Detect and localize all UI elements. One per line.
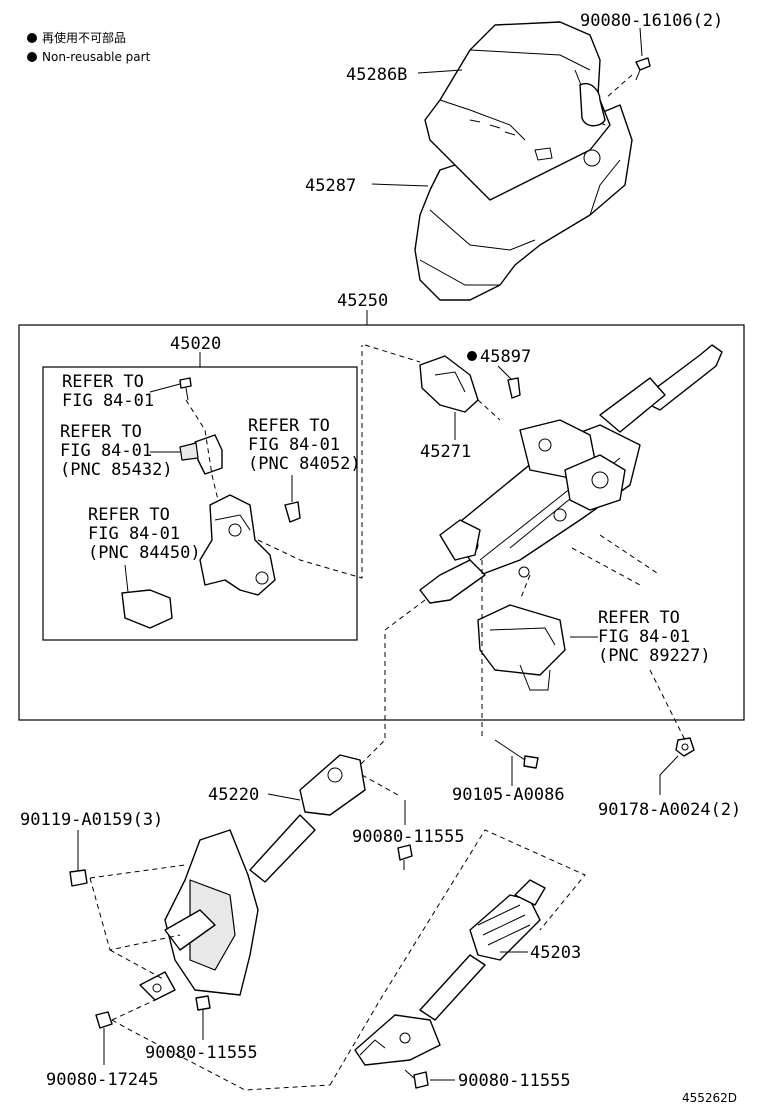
intermediate-shaft-45220 — [139, 754, 366, 1001]
svg-text:REFER TO: REFER TO — [598, 608, 680, 628]
svg-text:FIG 84-01: FIG 84-01 — [598, 627, 690, 647]
diagram-id: 455262D — [682, 1091, 737, 1105]
bolt-90105-A0086 — [494, 739, 539, 786]
bolt-90119-A0159 — [69, 830, 186, 981]
label-45897: 45897 — [480, 347, 531, 367]
svg-text:REFER TO: REFER TO — [60, 422, 142, 442]
label-90080-17245: 90080-17245 — [46, 1070, 159, 1090]
legend: 再使用不可部品 Non-reusable part — [27, 30, 151, 64]
bracket-45271 — [419, 355, 479, 413]
svg-text:FIG 84-01: FIG 84-01 — [62, 391, 154, 411]
svg-text:REFER TO: REFER TO — [88, 505, 170, 525]
column-lower-shaft — [419, 559, 486, 604]
boot — [469, 894, 541, 961]
refer-note-4: REFER TO FIG 84-01 (PNC 84450) — [88, 505, 201, 563]
refer-note-3: REFER TO FIG 84-01 (PNC 84052) — [248, 416, 361, 474]
assembly-box-45250 — [18, 324, 745, 721]
legend-en: Non-reusable part — [42, 50, 151, 64]
upper-cover-45286B — [424, 21, 611, 201]
label-90080-11555-b: 90080-11555 — [145, 1043, 258, 1063]
bolt-45897 — [507, 377, 521, 399]
svg-text:(PNC 84052): (PNC 84052) — [248, 454, 361, 474]
svg-text:(PNC 84450): (PNC 84450) — [88, 543, 201, 563]
pin-84052 — [284, 501, 301, 523]
label-90080-11555-c: 90080-11555 — [458, 1071, 571, 1091]
label-45020: 45020 — [170, 334, 221, 354]
nut-90178-A0024 — [659, 737, 695, 795]
refer-note-5: REFER TO FIG 84-01 (PNC 89227) — [598, 608, 711, 666]
refer-note-1: REFER TO FIG 84-01 — [62, 372, 154, 411]
screw-90080-11555-b — [195, 995, 211, 1040]
label-90178-A0024: 90178-A0024(2) — [598, 800, 741, 820]
svg-text:(PNC 85432): (PNC 85432) — [60, 460, 173, 480]
sliding-yoke-45203 — [329, 829, 586, 1086]
svg-text:REFER TO: REFER TO — [62, 372, 144, 392]
svg-text:FIG 84-01: FIG 84-01 — [248, 435, 340, 455]
legend-jp: 再使用不可部品 — [42, 30, 126, 45]
steering-lock-body — [199, 494, 276, 596]
svg-text:(PNC 89227): (PNC 89227) — [598, 646, 711, 666]
label-45203: 45203 — [530, 943, 581, 963]
connector-85432 — [194, 434, 223, 475]
transponder-84450 — [121, 589, 173, 629]
screw-90080-11555-c — [404, 1069, 455, 1089]
non-reusable-dot-icon — [27, 52, 37, 62]
non-reusable-dot-icon — [27, 33, 37, 43]
screw-90080-16106 — [635, 57, 651, 81]
column-cover-assembly — [371, 21, 651, 301]
label-45286B: 45286B — [346, 65, 407, 85]
label-45250: 45250 — [337, 291, 388, 311]
refer-note-2: REFER TO FIG 84-01 (PNC 85432) — [60, 422, 173, 480]
screw-90080-11555-a — [361, 774, 413, 870]
label-90080-16106: 90080-16106(2) — [580, 11, 723, 31]
steering-column-45250 — [419, 344, 723, 691]
svg-text:FIG 84-01: FIG 84-01 — [88, 524, 180, 544]
label-90119-A0159: 90119-A0159(3) — [20, 810, 163, 830]
label-45220: 45220 — [208, 785, 259, 805]
non-reusable-dot-icon — [467, 351, 477, 361]
svg-text:FIG 84-01: FIG 84-01 — [60, 441, 152, 461]
label-90105-A0086: 90105-A0086 — [452, 785, 565, 805]
key-cylinder-opening — [579, 83, 606, 127]
nut-90080-17245 — [95, 999, 331, 1091]
label-90080-11555-a: 90080-11555 — [352, 827, 465, 847]
label-45271: 45271 — [420, 442, 471, 462]
ignition-switch-box-45020 — [42, 366, 358, 641]
bracket-45271-group: 45897 45271 — [364, 344, 531, 462]
svg-text:REFER TO: REFER TO — [248, 416, 330, 436]
label-45287: 45287 — [305, 176, 356, 196]
ignition-switch-parts — [121, 345, 363, 629]
